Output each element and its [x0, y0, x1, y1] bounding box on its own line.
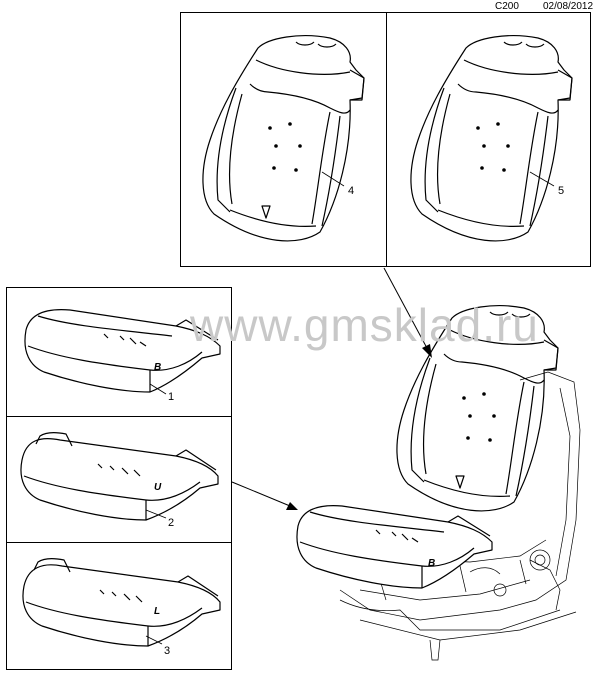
- leader-2: [145, 509, 167, 519]
- left-panel-3-frame: [6, 542, 232, 670]
- cushion-3-letter: L: [154, 606, 160, 617]
- backrest-cover-5-holes: [476, 122, 510, 172]
- leader-5: [529, 171, 555, 187]
- cushion-2-letter: U: [154, 482, 162, 493]
- leader-3: [145, 635, 163, 645]
- leader-1: [149, 383, 167, 395]
- diagram-code: C200: [495, 1, 519, 12]
- cushion-1-letter: B: [154, 362, 161, 373]
- callout-3: 3: [164, 645, 170, 657]
- main-cushion: [296, 505, 493, 589]
- callout-5: 5: [558, 185, 564, 197]
- main-cushion-letter: B: [428, 558, 435, 569]
- main-backrest-holes: [462, 392, 496, 442]
- backrest-cover-4: [202, 35, 365, 242]
- cushion-cover-3: [22, 558, 221, 647]
- diagram-date: 02/08/2012: [543, 1, 594, 12]
- leader-4: [321, 171, 345, 187]
- backrest-cover-5: [410, 35, 573, 242]
- cushion-cover-2: [20, 432, 219, 521]
- top-panel-frame: [180, 12, 591, 267]
- callout-1: 1: [168, 391, 174, 403]
- main-backrest: [396, 305, 559, 512]
- arrow-cushion: [231, 481, 298, 510]
- watermark: www.gmsklad.ru: [190, 299, 539, 351]
- backrest-cover-4-holes: [268, 122, 302, 172]
- cushion-cover-1: [24, 309, 221, 393]
- callout-2: 2: [168, 517, 174, 529]
- callout-4: 4: [348, 185, 354, 197]
